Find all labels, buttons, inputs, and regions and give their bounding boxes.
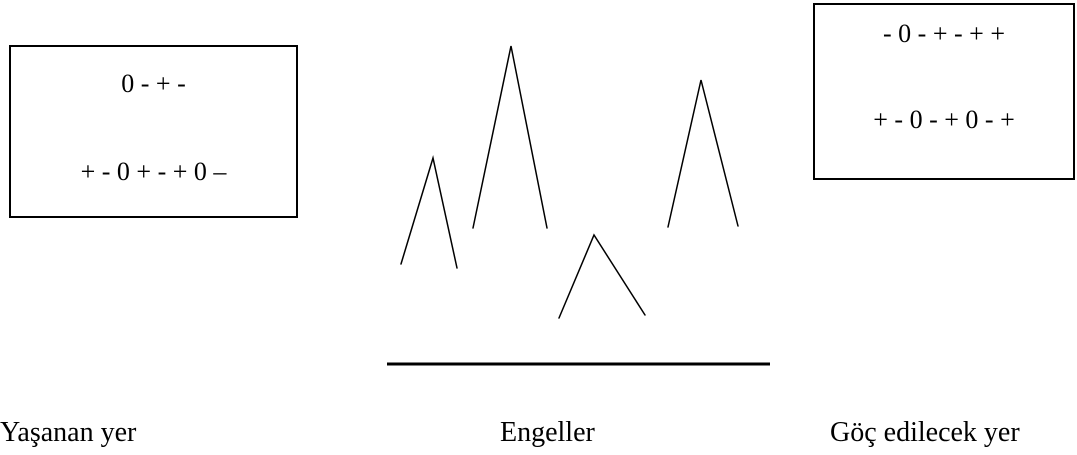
origin-top-signs: 0 - + -	[121, 69, 186, 98]
destination-bottom-signs: + - 0 - + 0 - +	[873, 105, 1015, 134]
origin-caption: Yaşanan yer	[0, 417, 137, 448]
obstacles-caption: Engeller	[500, 417, 595, 448]
origin-place-box: 0 - + - + - 0 + - + 0 –	[9, 45, 298, 218]
obstacle-peak-1	[400, 155, 458, 269]
origin-bottom-signs: + - 0 + - + 0 –	[80, 157, 227, 186]
destination-top-signs: - 0 - + - + +	[883, 19, 1005, 48]
obstacle-peak-3	[558, 233, 646, 319]
obstacle-peak-4	[667, 79, 739, 228]
destination-place-box: - 0 - + - + + + - 0 - + 0 - +	[813, 3, 1075, 180]
destination-caption: Göç edilecek yer	[830, 417, 1020, 448]
obstacle-peak-2	[472, 45, 548, 229]
